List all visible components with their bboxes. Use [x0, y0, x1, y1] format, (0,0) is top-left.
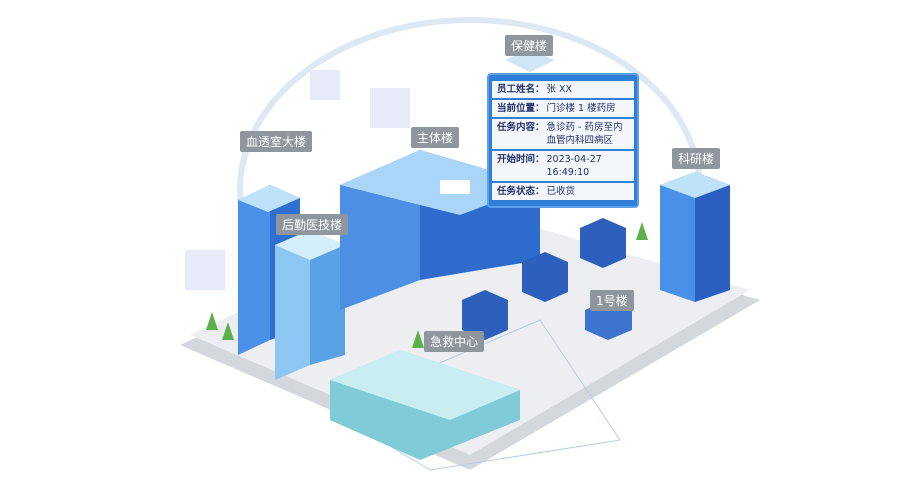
- building-cubes: [462, 218, 626, 340]
- label-jijiu[interactable]: 急救中心: [424, 331, 485, 352]
- row-value: 已收货: [546, 186, 576, 197]
- row-key: 开始时间：: [497, 154, 545, 165]
- label-keyan[interactable]: 科研楼: [672, 148, 721, 169]
- task-info-popup: 员工姓名：张 XX 当前位置：门诊楼 1 楼药房 任务内容：急诊药 - 药房至内…: [487, 73, 639, 208]
- popup-row-status: 任务状态：已收货: [492, 183, 634, 200]
- row-key: 员工姓名：: [497, 84, 545, 95]
- label-zhuti[interactable]: 主体楼: [411, 127, 460, 148]
- label-baojian[interactable]: 保健楼: [505, 35, 554, 56]
- row-value: 张 XX: [546, 84, 573, 95]
- popup-row-name: 员工姓名：张 XX: [492, 81, 634, 98]
- row-value: 2023-04-27 16:49:10: [546, 154, 602, 178]
- label-yihao[interactable]: 1号楼: [590, 290, 634, 311]
- row-value: 急诊药 - 药房至内血管内科四病区: [546, 122, 623, 146]
- row-value: 门诊楼 1 楼药房: [546, 103, 616, 114]
- label-xuetou[interactable]: 血透室大楼: [240, 131, 313, 152]
- row-key: 任务状态：: [497, 186, 545, 197]
- building-jijiu[interactable]: [330, 350, 520, 460]
- popup-row-start-time: 开始时间：2023-04-27 16:49:10: [492, 151, 634, 181]
- popup-row-location: 当前位置：门诊楼 1 楼药房: [492, 100, 634, 117]
- row-key: 任务内容：: [497, 122, 545, 133]
- building-houqin[interactable]: [275, 230, 345, 380]
- popup-row-task: 任务内容：急诊药 - 药房至内血管内科四病区: [492, 119, 634, 149]
- deco-cubes: [185, 70, 410, 290]
- row-key: 当前位置：: [497, 103, 545, 114]
- label-houqin[interactable]: 后勤医技楼: [276, 214, 349, 235]
- building-keyan[interactable]: [660, 172, 730, 302]
